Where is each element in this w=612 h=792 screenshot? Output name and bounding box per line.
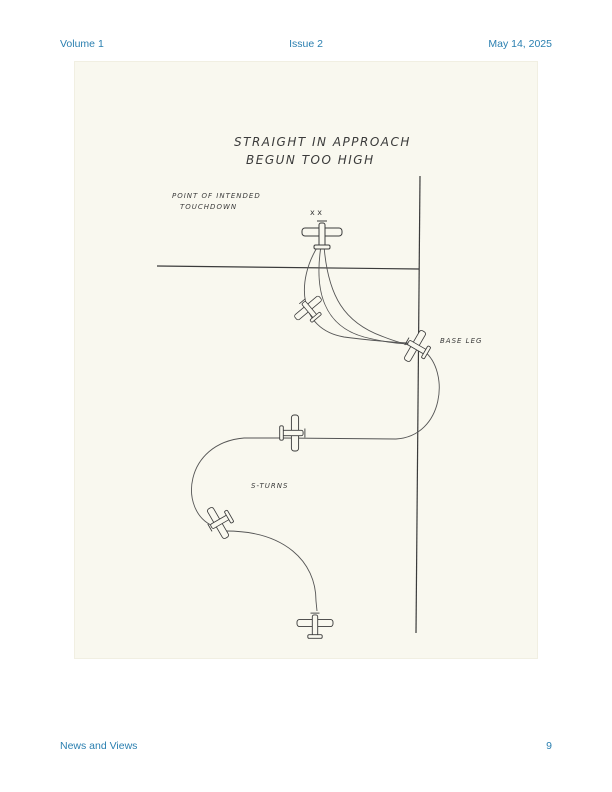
approach-diagram: x x bbox=[156, 175, 440, 639]
label-touchdown-line2: TOUCHDOWN bbox=[180, 203, 238, 211]
flight-paths bbox=[191, 245, 440, 612]
airplane-s-turn bbox=[200, 500, 240, 543]
figure-title-line1: STRAIGHT IN APPROACH bbox=[234, 135, 411, 149]
touchdown-marks: x x bbox=[310, 208, 322, 217]
header-volume: Volume 1 bbox=[60, 38, 104, 50]
airplane-turning-high bbox=[289, 290, 330, 330]
label-s-turns: S-TURNS bbox=[251, 482, 289, 490]
header-issue: Issue 2 bbox=[289, 38, 323, 50]
runway-line bbox=[156, 265, 420, 270]
footer-section: News and Views bbox=[60, 740, 138, 752]
airplane-entry bbox=[296, 612, 334, 639]
label-base-leg: BASE LEG bbox=[440, 337, 483, 345]
footer-page-number: 9 bbox=[546, 740, 552, 752]
airplane-base-leg bbox=[397, 326, 437, 369]
figure-title-line2: BEGUN TOO HIGH bbox=[246, 153, 375, 167]
airplane-downwind bbox=[279, 414, 306, 452]
airplane-touchdown bbox=[301, 220, 343, 250]
label-touchdown-line1: POINT OF INTENDED bbox=[172, 192, 261, 200]
final-approach-line bbox=[415, 175, 421, 634]
header-date: May 14, 2025 bbox=[488, 38, 552, 50]
scanned-figure: x x STRAIGHT IN APPROACH BEGUN TOO HIGH … bbox=[74, 61, 538, 659]
